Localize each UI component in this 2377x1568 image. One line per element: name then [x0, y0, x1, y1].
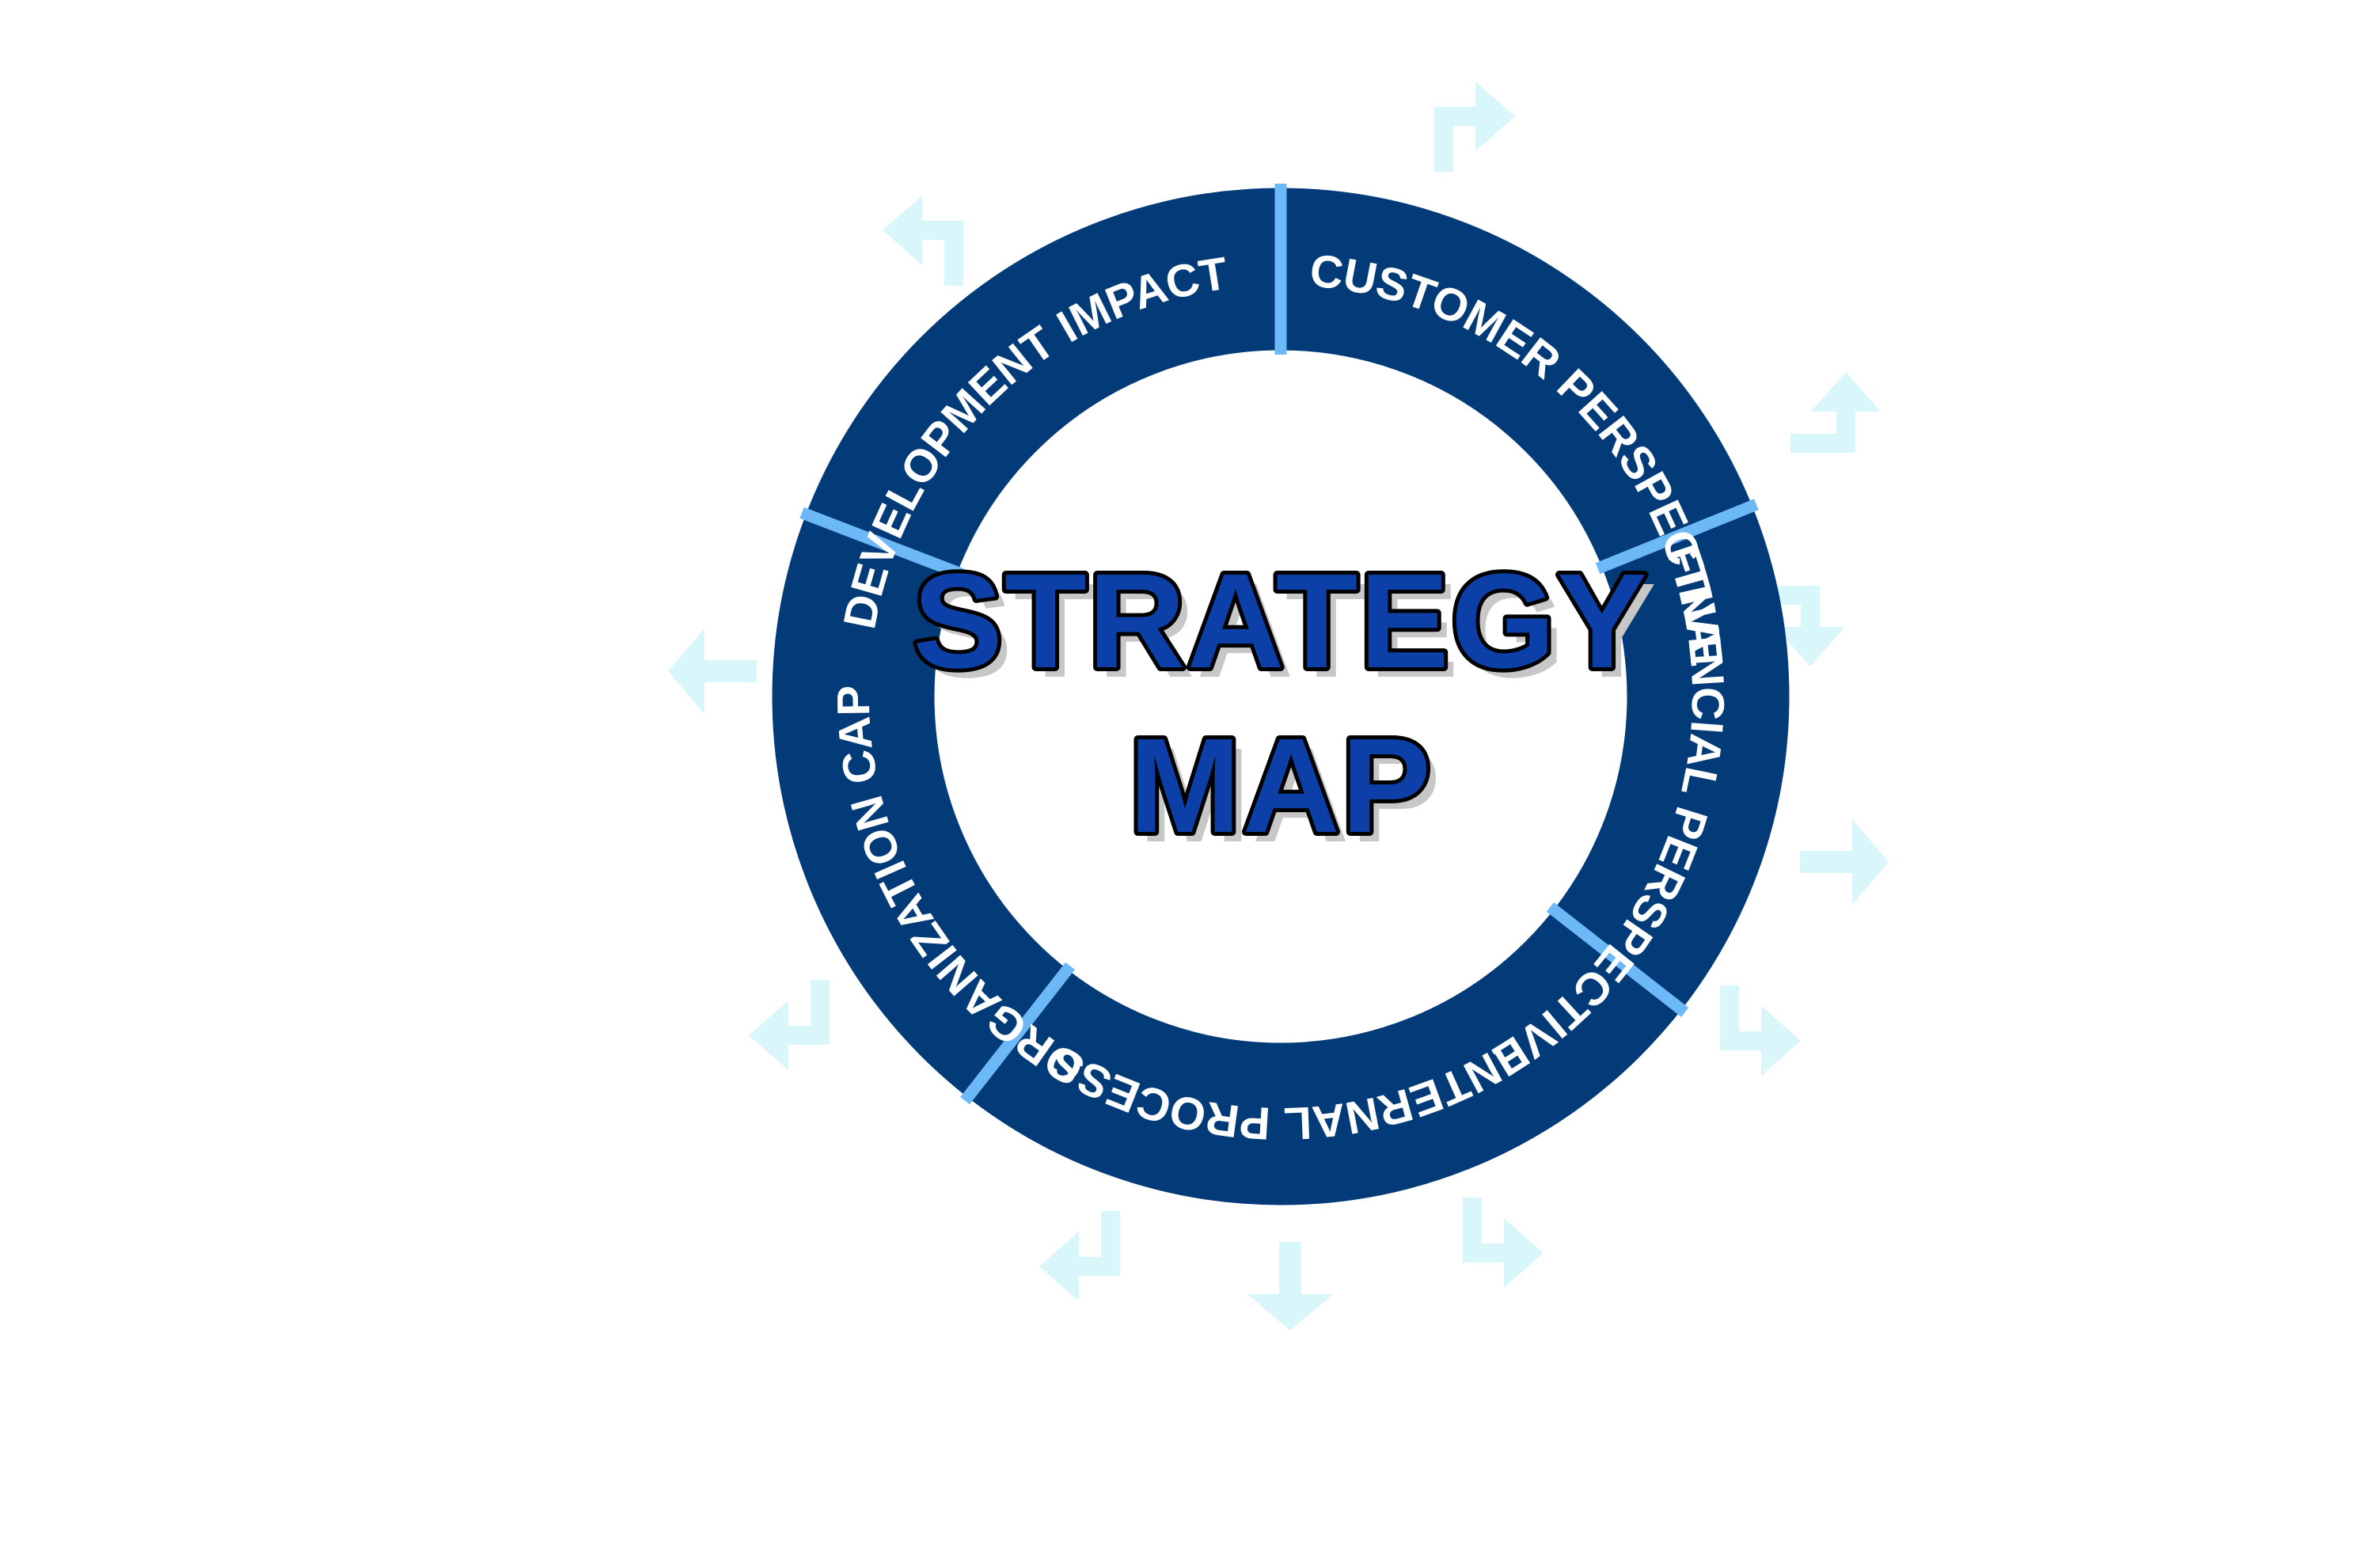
title-line1-outline: STRATEGY — [913, 546, 1648, 697]
title-line1-shadow: STRATEGY — [922, 556, 1657, 706]
title-line2: MAP — [1129, 711, 1433, 861]
left-arrow-icon — [668, 628, 757, 714]
corner-up-left-arrow-icon — [883, 196, 963, 286]
segment-separator — [960, 962, 1075, 1105]
title-line2-shadow: MAP — [1138, 720, 1442, 871]
segment-separator — [1546, 902, 1689, 1017]
segment-separator — [799, 507, 964, 580]
surrounding-arrows — [668, 82, 1889, 1331]
corner-down-left-arrow-icon — [1039, 1211, 1120, 1301]
corner-down-right-arrow-icon — [1720, 985, 1801, 1076]
title-line2-outline: MAP — [1129, 711, 1433, 861]
title-line1: STRATEGY — [913, 546, 1648, 697]
corner-down-left-arrow-icon — [749, 980, 830, 1070]
center-title: STRATEGY STRATEGY STRATEGY MAP MAP MAP — [909, 542, 1657, 871]
corner-up-right-arrow-icon — [1790, 372, 1881, 453]
corner-down-right-arrow-icon — [1463, 1198, 1544, 1288]
segment-separator — [1595, 499, 1759, 575]
down-arrow-icon — [1247, 1242, 1333, 1331]
ring-separators — [799, 184, 1759, 1105]
corner-down-right-arrow-icon — [1755, 586, 1845, 666]
right-arrow-icon — [1800, 819, 1889, 905]
corner-up-right-arrow-icon — [1434, 82, 1515, 172]
